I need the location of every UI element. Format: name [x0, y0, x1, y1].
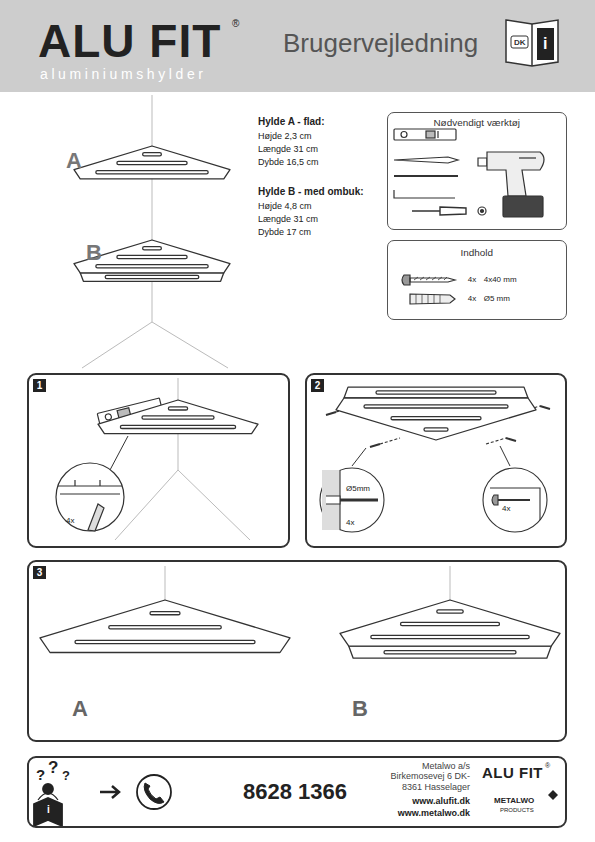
box-heading: Indhold: [388, 247, 565, 258]
quantity: 4x: [468, 275, 476, 284]
step-panel: 2Ø5mm 4x 4x: [305, 373, 567, 548]
address: Metalwo a/s Birkemosevej 6 DK-8361 Hasse…: [378, 761, 470, 792]
callout-number: 2: [311, 379, 324, 392]
tagline: aluminiumshylder: [40, 66, 207, 82]
website: www.metalwo.dk: [378, 808, 470, 818]
wall-corner: [82, 95, 450, 600]
document-title: Brugervejledning: [283, 28, 478, 59]
callout-number: 1: [33, 379, 46, 392]
registered-mark: ®: [545, 762, 550, 769]
question-mark: ?: [48, 758, 58, 778]
company-logo: METALWO: [494, 796, 534, 805]
corner-shelf: [74, 146, 230, 179]
footer-box: ??? i 8628 1366 Metalwo a/s Birkemosevej 6 …: [27, 756, 567, 828]
shelf-letter: A: [66, 148, 82, 174]
screw-size: 4x40 mm: [484, 275, 517, 284]
brand-logo: ALU FIT: [482, 764, 543, 781]
info-icon: i: [45, 804, 52, 815]
info-icon: i: [543, 35, 547, 53]
brand-logo: ALU FIT: [38, 14, 221, 68]
corner-shelf: [336, 387, 536, 440]
spec-value: Højde 2,3 cm: [258, 131, 312, 141]
shelf-letter: B: [352, 696, 368, 722]
phone-number: 8628 1366: [243, 779, 347, 805]
language-code: DK: [514, 38, 526, 47]
spec-heading: Hylde A - flad:: [258, 116, 324, 127]
question-mark: ?: [62, 768, 70, 783]
box-heading: Nødvendigt værktøj: [388, 117, 565, 128]
drill-size: Ø5mm: [346, 484, 370, 493]
contents-box: Indhold 4x 4x40 mm 4x Ø5 mm: [387, 240, 567, 320]
footer-icons: [34, 775, 558, 826]
spec-value: Dybde 17 cm: [258, 227, 311, 237]
callout-number: 3: [33, 566, 46, 579]
spec-value: Længde 31 cm: [258, 144, 318, 154]
shelf-letter: A: [72, 696, 88, 722]
spec-value: Højde 4,8 cm: [258, 201, 312, 211]
quantity: 4x: [346, 518, 354, 527]
website: www.alufit.dk: [378, 796, 470, 806]
quantity: 4x: [502, 504, 510, 513]
step-panel: 1 4x: [27, 373, 290, 548]
spec-heading: Hylde B - med ombuk:: [258, 186, 364, 197]
spec-value: Dybde 16,5 cm: [258, 157, 319, 167]
company-logo: PRODUCTS: [500, 807, 534, 813]
shelf-letter: B: [86, 240, 102, 266]
corner-shelf: [40, 600, 290, 653]
manual-icon: [506, 20, 558, 66]
registered-mark: ®: [232, 18, 239, 29]
plug-size: Ø5 mm: [484, 294, 510, 303]
step-panel: 3A B: [27, 560, 567, 742]
header-band: [0, 0, 595, 92]
quantity: 4x: [468, 294, 476, 303]
spec-value: Længde 31 cm: [258, 214, 318, 224]
tools-box: Nødvendigt værktøj: [387, 112, 567, 230]
corner-shelf: [340, 600, 560, 658]
question-mark: ?: [36, 766, 45, 783]
tools-illustration: [394, 129, 544, 217]
header-band: ALU FITaluminiumshylder Brugervejledning: [0, 0, 595, 92]
corner-shelf: [98, 400, 258, 434]
contents-illustration: [402, 275, 455, 304]
quantity: 4x: [66, 516, 74, 525]
corner-shelf: [74, 240, 230, 281]
